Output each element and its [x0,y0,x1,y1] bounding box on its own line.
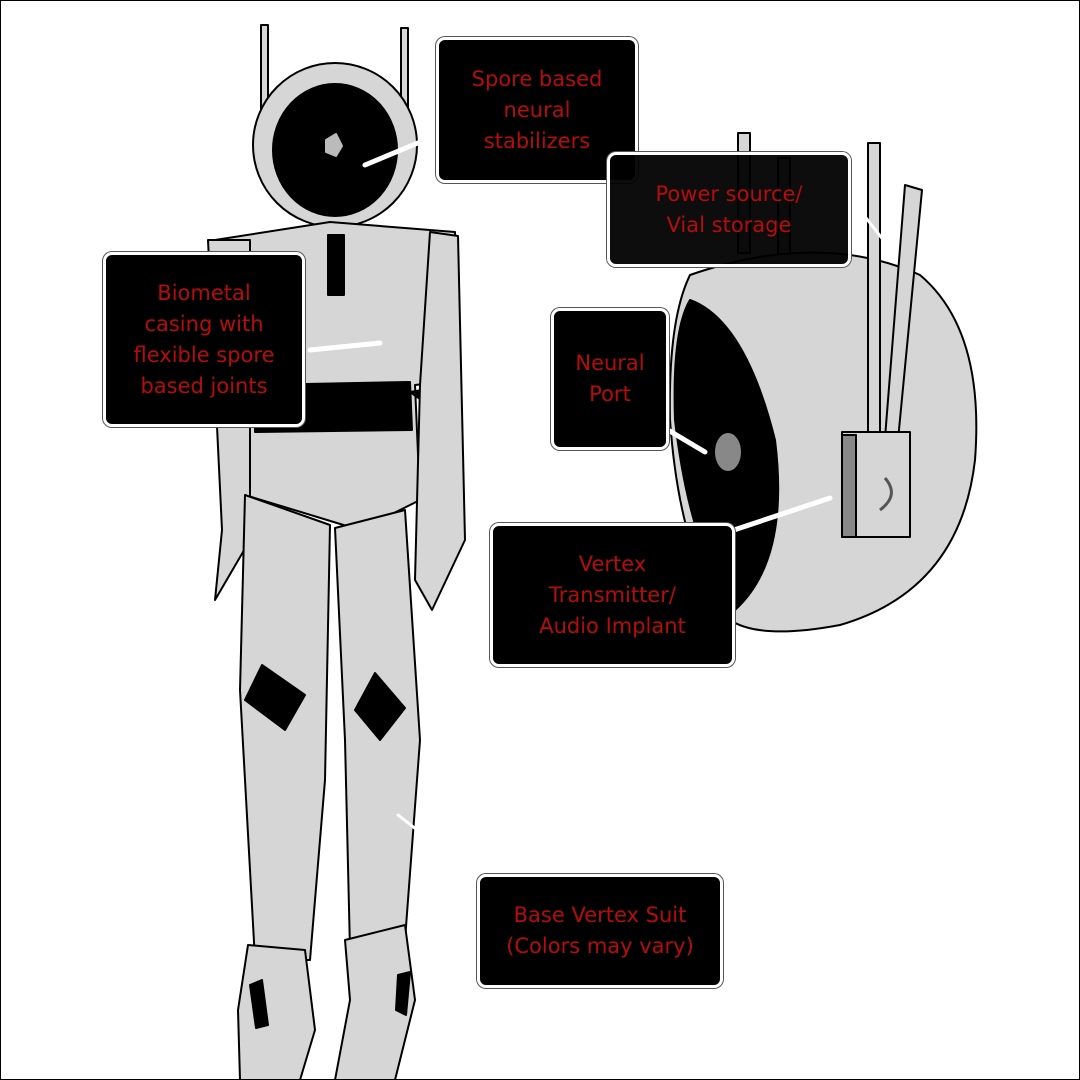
leader-suit [396,813,480,880]
label-vertex-transmitter: Vertex Transmitter/ Audio Implant [490,523,735,667]
leader-lines [307,132,897,880]
leader-stabilizers [362,132,440,168]
label-biometal-casing: Biometal casing with flexible spore base… [103,252,305,427]
right-knee-pad [354,672,406,741]
left-boot-stripe [249,979,269,1029]
right-arm [414,231,466,611]
label-text: Spore based neural stabilizers [471,66,603,153]
audio-implant-glyph [879,477,893,512]
visor-glyph [325,133,343,157]
leader-power [850,198,897,257]
label-text: Neural Port [575,351,645,406]
label-text: Biometal casing with flexible spore base… [133,280,275,398]
label-neural-stabilizers: Spore based neural stabilizers [436,37,638,183]
audio-implant-side [841,434,857,538]
label-neural-port: Neural Port [551,308,669,450]
label-text: Vertex Transmitter/ Audio Implant [539,551,686,638]
leader-transmitter [731,495,833,533]
label-text: Base Vertex Suit (Colors may vary) [506,903,694,958]
label-power-source: Power source/ Vial storage [607,152,851,267]
left-antenna [260,24,269,111]
neck-strap [327,234,345,296]
antenna-a [867,142,881,434]
right-boot-stripe [395,971,411,1016]
left-knee-pad [244,664,306,731]
right-boot [334,924,416,1080]
left-boot [237,944,316,1080]
label-base-suit: Base Vertex Suit (Colors may vary) [477,874,723,988]
leader-biometal [307,340,383,353]
leader-neural-port [665,427,708,455]
label-text: Power source/ Vial storage [655,181,803,237]
neural-port-socket [713,431,743,473]
